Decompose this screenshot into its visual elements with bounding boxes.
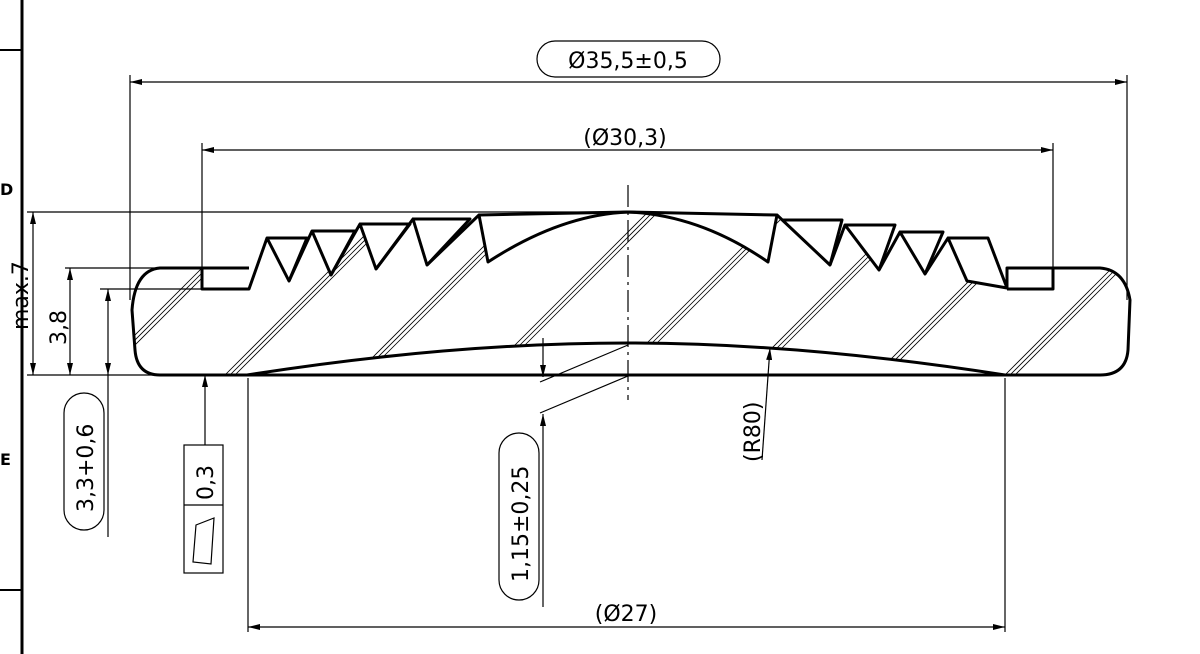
bottom-diameter-label: (Ø27) xyxy=(595,602,657,627)
hatch-line xyxy=(479,212,671,375)
max-height-label: max.7 xyxy=(9,261,34,330)
hatch-line xyxy=(132,212,281,375)
dim-outer-diameter: Ø35,5±0,5 xyxy=(129,40,1128,300)
dim-bottom-diameter: (Ø27) xyxy=(247,378,1006,632)
hatch-line xyxy=(344,212,536,375)
flatness-icon xyxy=(192,517,215,565)
dim-heights: max.7 3,8 3,3+0,6 xyxy=(9,211,628,537)
hatch-line xyxy=(132,212,276,375)
dim-recess-depth: 1,15±0,25 xyxy=(498,338,629,607)
hatch-line xyxy=(729,212,921,375)
section-hatching xyxy=(132,212,1130,375)
height-3-3-label: 3,3+0,6 xyxy=(74,424,99,512)
flatness-value: 0,3 xyxy=(194,465,219,500)
hatch-line xyxy=(989,212,1130,375)
hatch-line xyxy=(1129,212,1130,375)
hatch-line xyxy=(214,212,406,375)
flatness-tolerance-frame: 0,3 xyxy=(183,375,224,574)
hatch-line xyxy=(474,212,666,375)
hatch-line xyxy=(1124,212,1130,375)
hatch-line xyxy=(469,212,661,375)
dim-radius: (R80) xyxy=(741,347,773,462)
hatch-line xyxy=(209,212,401,375)
hatch-line xyxy=(994,212,1130,375)
part-section-outline xyxy=(130,210,1132,377)
hatch-line xyxy=(219,212,411,375)
sheet-border: D E xyxy=(0,0,24,654)
hatch-line xyxy=(1119,212,1130,375)
radius-label: (R80) xyxy=(741,402,766,462)
outer-diameter-label: Ø35,5±0,5 xyxy=(568,49,688,74)
hatch-line xyxy=(349,212,541,375)
zone-label-e: E xyxy=(0,450,11,469)
recess-depth-label: 1,15±0,25 xyxy=(509,466,534,582)
hatch-line xyxy=(339,212,531,375)
zone-label-d: D xyxy=(0,180,13,199)
inner-diameter-label: (Ø30,3) xyxy=(583,126,666,151)
height-3-8-label: 3,8 xyxy=(47,310,72,345)
dim-inner-diameter: (Ø30,3) xyxy=(201,126,1054,268)
hatch-line xyxy=(999,212,1130,375)
hatch-line xyxy=(859,212,1051,375)
hatch-line xyxy=(604,212,796,375)
